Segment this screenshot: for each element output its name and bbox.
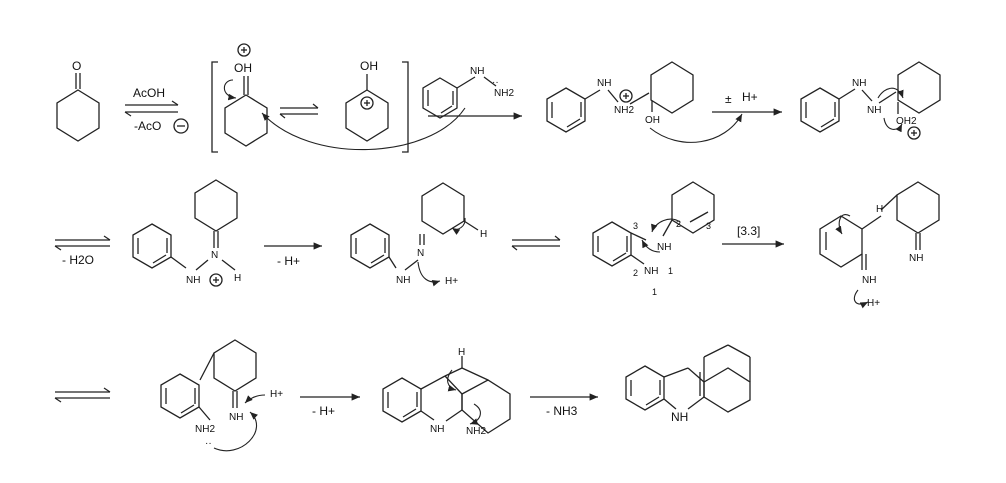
locant-1-n: 1 [652,287,657,297]
protonated-hemiaminal: NH NH2 OH [546,61,694,133]
protonated-cyclohexanone: OH [224,43,268,147]
atom-label-nh-11: NH [430,424,444,435]
ene-hydrazine: 2 3 3 2 NH 1 NH 1 [592,181,715,297]
atom-label-oh2: OH2 [896,116,917,127]
atom-label-nh-product: NH [671,410,688,424]
step4-label: - H2O [62,253,94,267]
reaction-arrow-step9: - H+ [300,393,360,418]
atom-label-n: NH [867,105,881,116]
phenylhydrazone: H N NH H+ [350,182,487,287]
atom-label-nh-5: NH [396,275,410,286]
step7-label: [3.3] [737,224,760,238]
atom-label-nh: NH [470,66,484,77]
atom-label-nh-2: NH [597,78,611,89]
atom-label-h-3: H [876,204,883,215]
step9-label: - H+ [312,404,335,418]
aniline-imine-intermediate: NH H+ NH2 ·· [160,339,283,449]
atom-label-nh-3: NH [852,78,866,89]
atom-label-nh-4: NH [186,275,200,286]
equilibrium-arrow-step6 [511,235,561,251]
atom-label-n-2: N [211,250,218,261]
reaction-arrow-step10: - NH3 [530,393,598,418]
oxocarbenium-resonance-form: OH [345,59,389,142]
resonance-bracket [211,61,409,153]
atom-label-hplus: H+ [445,276,458,287]
atom-label-hplus-3: H+ [270,389,283,400]
cyclohexanone: O [56,59,100,142]
atom-label-nh2-4: NH2 [466,426,486,437]
reaction-arrow-step7: [3.3] [722,224,784,248]
atom-label-n-3: N [417,248,424,259]
lone-pair-dots: ·· [492,77,499,88]
reaction-arrow-step5: - H+ [264,242,322,268]
equilibrium-arrow-step4: - H2O [54,235,111,267]
locant-3-alkene: 3 [706,221,711,231]
locant-1-n2: 1 [668,266,673,276]
step10-label: - NH3 [546,404,578,418]
phenylhydrazine: NH NH2 ·· [422,66,514,119]
atom-label-nh2-2: NH2 [614,105,634,116]
resonance-equilibrium [279,103,319,119]
locant-2-ring: 2 [633,268,638,278]
atom-label-nh-9: NH [862,275,876,286]
atom-label-oh-3: OH [645,115,660,126]
step3-plus-minus: ± [725,92,732,106]
locant-2-alkene: 2 [676,219,681,229]
tetrahydrocarbazole-product: NH [625,344,751,424]
reagent-acoh: AcOH [133,86,165,100]
atom-label-nh-7: NH [657,242,671,253]
atom-label-nh-8: NH [909,253,923,264]
atom-label-nh2-3: NH2 [195,424,215,435]
byproduct-acetate: -AcO [134,119,161,133]
atom-label-h: H [234,273,241,284]
step3-hplus: H+ [742,90,758,104]
step5-label: - H+ [277,254,300,268]
lone-pair-dots-2: ·· [205,438,212,449]
atom-label-oh-2: OH [360,59,378,73]
atom-label-oh: OH [234,61,252,75]
atom-label-h-2: H [480,229,487,240]
atom-label-nh2: NH2 [494,88,514,99]
atom-label-o: O [72,59,81,73]
equilibrium-arrow-step8 [54,387,111,403]
atom-label-nh-6: NH [644,266,658,277]
reaction-arrow-step3: ± H+ [712,90,782,116]
atom-label-h-4: H [458,347,465,358]
atom-label-hplus-2: H+ [867,298,880,309]
locant-3-ring: 3 [633,221,638,231]
oxonium-intermediate: NH NH OH2 [800,61,941,140]
equilibrium-arrow-step1: AcOH -AcO [124,86,189,134]
iminium-hydrazone: N H NH [132,179,241,287]
sigmatropic-product-imine: NH H NH H+ [819,181,940,309]
cyclic-aminal: NH H NH2 [382,347,511,437]
atom-label-nh-10: NH [229,412,243,423]
